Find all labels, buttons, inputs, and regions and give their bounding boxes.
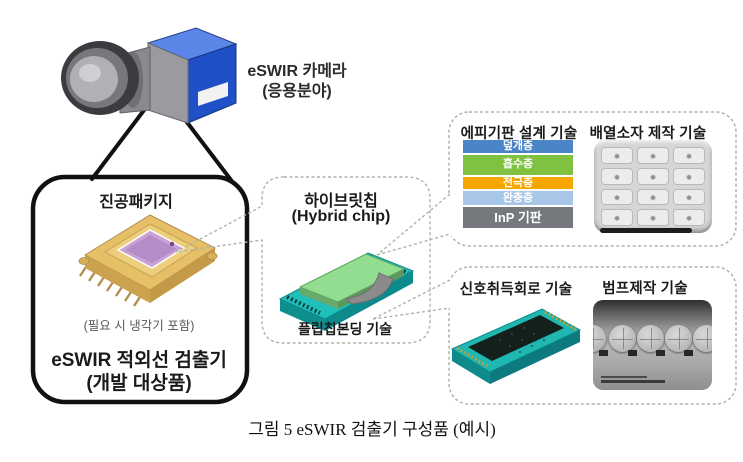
detector-array-image xyxy=(594,140,712,233)
array-cell xyxy=(601,188,633,206)
array-cell xyxy=(601,167,633,185)
epi-layer-stack: 덮개층 흡수층 전극층 완충층 InP 기판 xyxy=(463,140,573,228)
array-cell xyxy=(673,209,705,226)
cooling-note: (필요 시 냉각기 포함) xyxy=(83,319,195,333)
bump-sphere xyxy=(637,325,664,352)
array-cell xyxy=(637,167,669,185)
array-image-shadow xyxy=(600,228,692,233)
bump-sphere xyxy=(665,325,692,352)
layer-absorber: 흡수층 xyxy=(463,154,573,175)
camera-sublabel: (응용분야) xyxy=(262,83,332,100)
array-cell xyxy=(637,188,669,206)
array-cell xyxy=(637,147,669,164)
sem-annotation-line xyxy=(601,376,647,378)
roic-box-callout-tail xyxy=(372,279,451,320)
bump-pad xyxy=(684,350,693,356)
hybrid-chip-sublabel: (Hybrid chip) xyxy=(291,208,391,225)
array-cell xyxy=(601,147,633,164)
bump-pad xyxy=(599,350,608,356)
bump-sphere xyxy=(609,325,636,352)
bump-sphere xyxy=(693,325,712,352)
hybrid-chip-illustration xyxy=(278,252,415,331)
detector-title: eSWIR 적외선 검출기 xyxy=(51,350,227,371)
bump-pad xyxy=(656,350,665,356)
hybrid-chip-bubble xyxy=(175,176,431,344)
detector-subtitle: (개발 대상품) xyxy=(86,373,192,394)
vacuum-package-label: 진공패키지 xyxy=(99,194,173,211)
camera-icon xyxy=(61,27,238,124)
array-cell xyxy=(637,209,669,226)
layer-buffer: 완충층 xyxy=(463,191,573,205)
bump-pad xyxy=(628,350,637,356)
layer-cap: 덮개층 xyxy=(463,140,573,153)
array-cell xyxy=(601,209,633,226)
layer-substrate: InP 기판 xyxy=(463,206,573,228)
camera-label: eSWIR 카메라 xyxy=(247,63,347,80)
array-cell xyxy=(673,147,705,164)
sem-annotation-line xyxy=(601,380,665,383)
bump-sem-image xyxy=(593,300,712,390)
callout-gap xyxy=(444,194,454,236)
callout-gap xyxy=(444,279,454,309)
roic-chip-illustration xyxy=(450,308,582,384)
roic-title: 신호취득회로 기술 xyxy=(459,282,573,298)
array-cell xyxy=(673,167,705,185)
flipchip-bonding-label: 플립칩본딩 기술 xyxy=(297,321,393,337)
array-cell xyxy=(673,188,705,206)
figure-caption: 그림 5 eSWIR 검출기 구성품 (예시) xyxy=(248,420,496,439)
bump-sphere xyxy=(593,325,606,352)
epi-design-title: 에피기판 설계 기술 xyxy=(460,126,578,142)
epi-box-callout-tail xyxy=(376,193,451,256)
array-fab-title: 배열소자 제작 기술 xyxy=(589,126,707,142)
hybrid-chip-label: 하이브릿칩 xyxy=(304,193,378,210)
layer-electrode: 전극층 xyxy=(463,176,573,190)
bump-fab-title: 범프제작 기술 xyxy=(602,281,688,297)
vacuum-package-illustration xyxy=(78,214,218,307)
